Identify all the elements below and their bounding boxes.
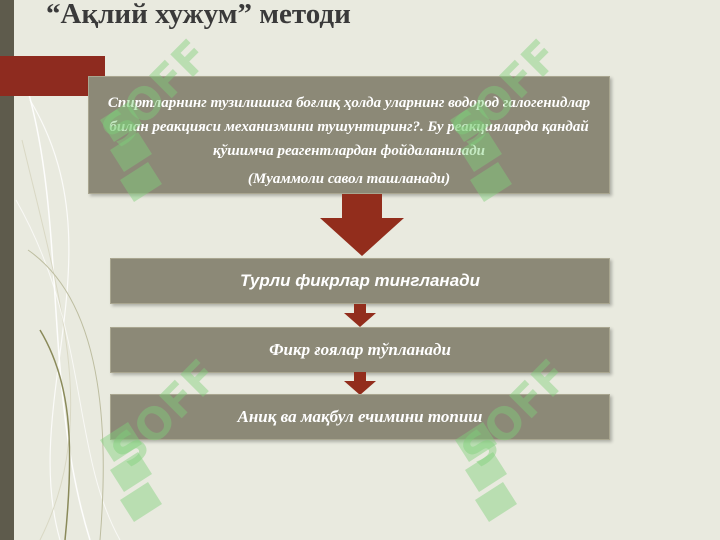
step-box-2: Фикр ғоялар тўпланади [110, 327, 610, 373]
left-decor-strip [0, 0, 14, 540]
small-down-arrow-icon [344, 304, 376, 327]
step-label-3: Аниқ ва мақбул ечимини топиш [237, 407, 483, 426]
step-label-2: Фикр ғоялар тўпланади [269, 340, 451, 359]
accent-tab [0, 56, 105, 96]
big-down-arrow-icon [320, 194, 404, 256]
step-box-1: Турли фикрлар тингланади [110, 258, 610, 304]
small-down-arrow-icon [344, 372, 376, 395]
problem-box: Спиртларнинг тузилишига боғлиқ ҳолда ула… [88, 76, 610, 194]
problem-text: Спиртларнинг тузилишига боғлиқ ҳолда ула… [107, 95, 591, 159]
decorative-curves [15, 59, 121, 540]
step-box-3: Аниқ ва мақбул ечимини топиш [110, 394, 610, 440]
slide-title: “Ақлий хужум” методи [46, 0, 351, 30]
problem-note: (Муаммоли савол ташланади) [247, 171, 451, 187]
step-label-1: Турли фикрлар тингланади [239, 271, 481, 290]
